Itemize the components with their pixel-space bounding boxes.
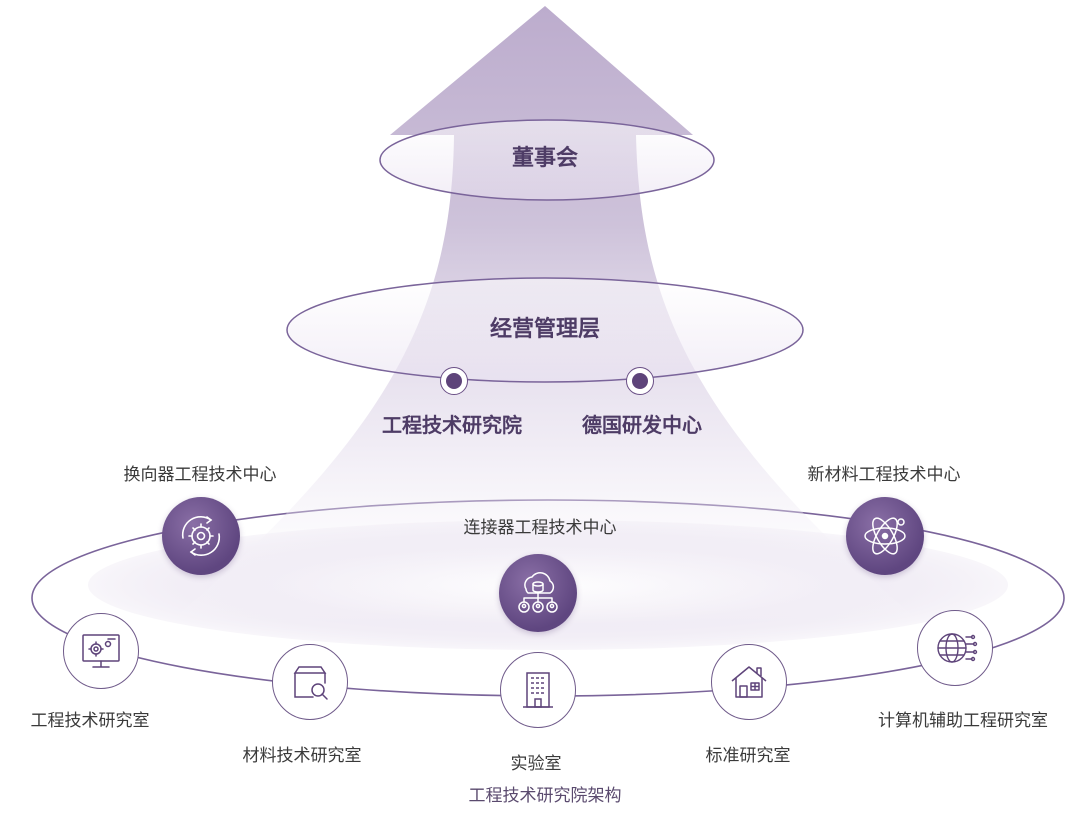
lab-materials-label: 材料技术研究室	[242, 746, 362, 766]
gear-cycle-icon	[181, 516, 221, 556]
institute-left-dot	[440, 367, 468, 395]
lab-materials-node	[272, 644, 348, 720]
monitor-gear-icon	[82, 634, 120, 668]
institute-right-dot	[626, 367, 654, 395]
level-management-label: 经营管理层	[489, 317, 601, 342]
institute-left-label: 工程技术研究院	[382, 413, 522, 437]
center-commutator-node	[162, 497, 240, 575]
lab-standards-label: 标准研究室	[705, 746, 791, 766]
institute-right-label: 德国研发中心	[582, 413, 702, 437]
atom-icon	[864, 517, 906, 555]
house-icon	[731, 666, 767, 698]
diagram-caption: 工程技术研究院架构	[468, 786, 622, 806]
level-board-label: 董事会	[511, 146, 579, 171]
board-ring	[379, 119, 715, 201]
lab-laboratory-label: 实验室	[510, 754, 562, 774]
cloud-network-icon	[518, 572, 558, 613]
lab-standards-node	[711, 644, 787, 720]
lab-cae-node	[917, 610, 993, 686]
center-connector-label: 连接器工程技术中心	[463, 518, 617, 538]
center-commutator-label: 换向器工程技术中心	[123, 465, 277, 485]
lab-cae-label: 计算机辅助工程研究室	[878, 711, 1048, 731]
center-new-materials-node	[846, 497, 924, 575]
lab-engineering-node	[63, 613, 139, 689]
box-search-icon	[293, 666, 328, 700]
lab-laboratory-node	[500, 652, 576, 728]
management-ring	[286, 277, 804, 383]
globe-network-icon	[937, 633, 978, 663]
lab-engineering-label: 工程技术研究室	[30, 711, 150, 731]
center-connector-node	[499, 554, 577, 632]
building-icon	[523, 672, 553, 708]
center-new-materials-label: 新材料工程技术中心	[807, 465, 961, 485]
